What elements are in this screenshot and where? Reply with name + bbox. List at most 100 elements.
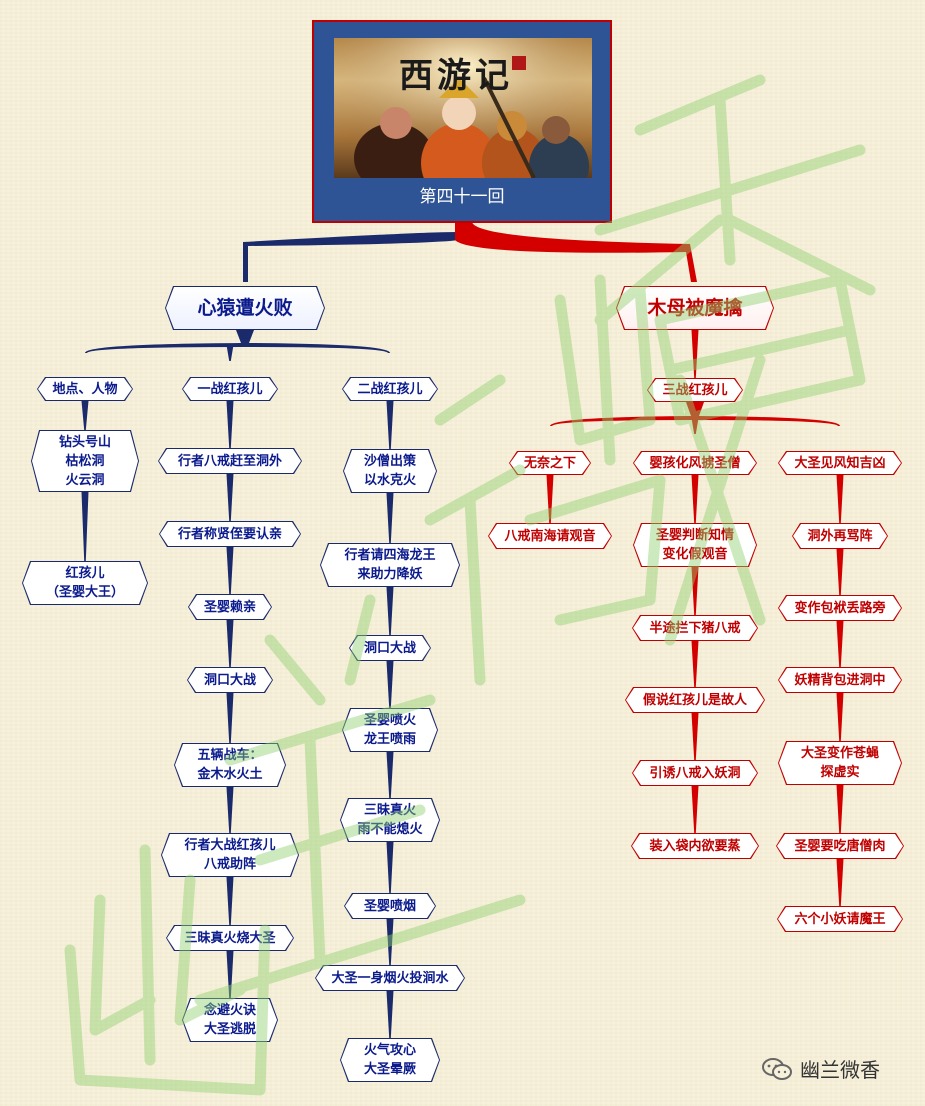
- right-branch-sub: 三战红孩儿: [647, 378, 743, 402]
- banner-image: 西游记: [334, 38, 592, 178]
- right-col-1-link-1: [692, 567, 699, 615]
- wechat-account-name: 幽兰微香: [800, 1054, 880, 1083]
- left-col-1-link-4: [227, 693, 234, 743]
- left-col-1-link-2: [227, 547, 234, 594]
- right-col-1-item-1: 半途拦下猪八戒: [632, 615, 758, 641]
- left-col-1-item-5: 行者大战红孩儿 八戒助阵: [161, 833, 299, 877]
- right-col-2-item-1-label: 变作包袱丢路旁: [794, 599, 885, 618]
- left-col-2-item-1: 行者请四海龙王 来助力降妖: [320, 543, 460, 587]
- right-col-1-link-2: [692, 641, 699, 687]
- left-col-1-link-0: [227, 401, 234, 448]
- left-col-2-link-4: [387, 752, 394, 798]
- right-col-2-link-2: [837, 621, 844, 667]
- right-col-0-item-0-label: 八戒南海请观音: [504, 527, 595, 546]
- left-col-2-item-6: 大圣一身烟火投涧水: [315, 965, 465, 991]
- left-col-1-item-2-label: 圣婴赖亲: [204, 598, 256, 617]
- right-col-1-head-label: 婴孩化风掳圣僧: [649, 454, 740, 473]
- right-col-2-head: 大圣见风知吉凶: [778, 451, 902, 475]
- right-col-1-head: 婴孩化风掳圣僧: [633, 451, 757, 475]
- left-col-1-item-0-label: 行者八戒赶至洞外: [178, 452, 282, 471]
- left-col-1-item-7: 念避火诀 大圣逃脱: [182, 998, 278, 1042]
- left-col-1-item-7-label: 念避火诀 大圣逃脱: [204, 1001, 256, 1039]
- right-col-1-link-4: [692, 786, 699, 833]
- left-branch-connector-drop-1: [227, 345, 234, 361]
- left-col-2-link-3: [387, 661, 394, 708]
- right-col-1-item-3: 引诱八戒入妖洞: [632, 760, 758, 786]
- left-col-1-item-3: 洞口大战: [187, 667, 273, 693]
- left-col-2-link-2: [387, 587, 394, 635]
- left-col-0-item-0: 钻头号山 枯松洞 火云洞: [31, 430, 139, 492]
- right-col-2-item-0-label: 洞外再骂阵: [807, 527, 872, 546]
- right-col-1-link-3: [692, 713, 699, 760]
- right-col-0-head: 无奈之下: [509, 451, 591, 475]
- right-branch-title-label: 木母被魔擒: [647, 299, 742, 318]
- right-col-2-item-3: 大圣变作苍蝇 探虚实: [778, 741, 902, 785]
- right-col-2-item-4: 圣婴要吃唐僧肉: [776, 833, 904, 859]
- left-col-0-head: 地点、人物: [37, 377, 133, 401]
- left-col-0-link-0: [82, 401, 89, 430]
- left-col-0-item-1-label: 红孩儿 （圣婴大王）: [46, 564, 124, 602]
- left-col-2-item-0-label: 沙僧出策 以水克火: [364, 452, 416, 490]
- left-col-2-item-3-label: 圣婴喷火 龙王喷雨: [364, 711, 416, 749]
- left-col-2-item-3: 圣婴喷火 龙王喷雨: [342, 708, 438, 752]
- left-col-1-item-6-label: 三昧真火烧大圣: [184, 929, 275, 948]
- left-col-2-link-6: [387, 919, 394, 965]
- left-col-2-item-2: 洞口大战: [349, 635, 431, 661]
- wechat-icon: [762, 1058, 792, 1080]
- right-col-2-item-4-label: 圣婴要吃唐僧肉: [794, 837, 885, 856]
- right-col-2-item-2: 妖精背包进洞中: [778, 667, 902, 693]
- left-col-1-item-1: 行者称贤侄要认亲: [159, 521, 301, 547]
- trunk-right: [455, 222, 697, 282]
- left-col-1-item-3-label: 洞口大战: [204, 671, 256, 690]
- right-col-1-item-2: 假说红孩儿是故人: [625, 687, 765, 713]
- right-col-1-item-0-label: 圣婴判断知情 变化假观音: [656, 526, 734, 564]
- left-col-1-link-3: [227, 620, 234, 667]
- right-col-1-item-3-label: 引诱八戒入妖洞: [649, 764, 740, 783]
- left-col-1-head: 一战红孩儿: [182, 377, 278, 401]
- left-col-2-item-7: 火气攻心 大圣晕厥: [340, 1038, 440, 1082]
- left-col-2-item-5-label: 圣婴喷烟: [364, 897, 416, 916]
- left-col-2-item-0: 沙僧出策 以水克火: [343, 449, 437, 493]
- left-col-1-item-4: 五辆战车： 金木水火土: [174, 743, 286, 787]
- right-col-2-link-0: [837, 475, 844, 523]
- right-branch-stem: [692, 330, 699, 378]
- left-col-2-item-4-label: 三昧真火 雨不能熄火: [357, 801, 422, 839]
- left-col-1-item-4-label: 五辆战车： 金木水火土: [197, 746, 262, 784]
- left-col-2-link-7: [387, 991, 394, 1038]
- right-branch-connector-drop-1: [692, 418, 699, 434]
- left-branch-title-label: 心猿遭火败: [197, 299, 292, 318]
- right-col-2-item-1: 变作包袱丢路旁: [778, 595, 902, 621]
- left-col-1-link-6: [227, 877, 234, 925]
- left-col-2-item-6-label: 大圣一身烟火投涧水: [331, 969, 448, 988]
- right-col-2-link-3: [837, 693, 844, 741]
- left-col-2-head: 二战红孩儿: [342, 377, 438, 401]
- right-col-1-item-4: 装入袋内欲要蒸: [631, 833, 759, 859]
- left-col-0-link-1: [82, 492, 89, 561]
- right-col-1-link-0: [692, 475, 699, 523]
- right-col-2-head-label: 大圣见风知吉凶: [794, 454, 885, 473]
- right-col-1-item-0: 圣婴判断知情 变化假观音: [633, 523, 757, 567]
- left-col-1-item-1-label: 行者称贤侄要认亲: [178, 525, 282, 544]
- left-col-1-link-7: [227, 951, 234, 998]
- left-col-2-link-1: [387, 493, 394, 543]
- left-col-1-item-5-label: 行者大战红孩儿 八戒助阵: [184, 836, 275, 874]
- wechat-footer: 幽兰微香: [762, 1054, 880, 1083]
- left-col-2-link-5: [387, 842, 394, 893]
- right-col-2-item-3-label: 大圣变作苍蝇 探虚实: [801, 744, 879, 782]
- right-col-2-item-2-label: 妖精背包进洞中: [794, 671, 885, 690]
- right-col-0-item-0: 八戒南海请观音: [488, 523, 612, 549]
- title-card: 西游记 第四十一回: [312, 20, 612, 223]
- right-branch-title: 木母被魔擒: [616, 286, 774, 330]
- left-col-1-link-1: [227, 474, 234, 521]
- left-branch-connector: [85, 330, 390, 353]
- right-col-1-item-4-label: 装入袋内欲要蒸: [649, 837, 740, 856]
- right-col-2-item-5: 六个小妖请魔王: [777, 906, 903, 932]
- left-col-0-head-label: 地点、人物: [52, 380, 117, 399]
- right-col-1-item-2-label: 假说红孩儿是故人: [643, 691, 747, 710]
- right-col-2-item-0: 洞外再骂阵: [792, 523, 888, 549]
- left-col-1-link-5: [227, 787, 234, 833]
- left-col-0-item-1: 红孩儿 （圣婴大王）: [22, 561, 148, 605]
- right-col-2-link-4: [837, 785, 844, 833]
- chapter-title: 第四十一回: [314, 182, 610, 207]
- trunk-left: [243, 222, 470, 282]
